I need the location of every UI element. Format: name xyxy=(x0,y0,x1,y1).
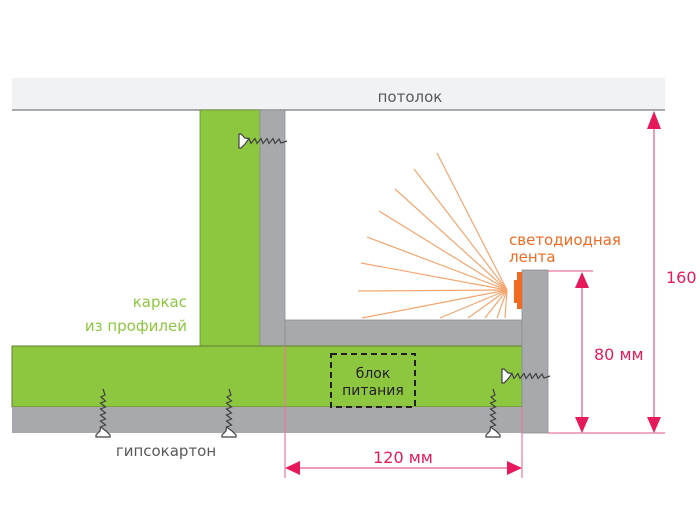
ray xyxy=(360,262,508,291)
ray xyxy=(496,289,508,319)
arrow-down-icon xyxy=(575,417,589,433)
vertical-drywall xyxy=(259,109,286,347)
arrow-left-icon xyxy=(285,461,300,475)
frame-label-1: каркас xyxy=(133,293,187,311)
frame-label-2: из профилей xyxy=(85,317,187,335)
arrow-down-icon xyxy=(647,417,661,433)
shelf-drywall xyxy=(284,319,523,347)
bottom-drywall xyxy=(12,407,548,433)
inner-height-dimension: 80 мм xyxy=(548,270,665,434)
ray xyxy=(439,289,508,319)
width-dimension: 120 мм xyxy=(284,346,523,478)
ray xyxy=(413,168,508,291)
ray xyxy=(467,289,508,319)
arrow-right-icon xyxy=(507,461,522,475)
led-strip xyxy=(514,272,522,309)
power-unit-label-2: питания xyxy=(342,383,404,399)
ray xyxy=(361,289,508,319)
ray xyxy=(357,289,508,292)
horizontal-profile xyxy=(11,345,523,408)
ray xyxy=(366,236,508,291)
vertical-profile xyxy=(199,109,261,347)
drywall-label: гипсокартон xyxy=(116,442,216,460)
ray xyxy=(378,210,508,291)
total-height-dimension: 160 xyxy=(647,111,697,433)
arrow-up-icon xyxy=(575,272,589,288)
side-drywall xyxy=(521,269,549,434)
light-rays xyxy=(357,152,508,319)
ray xyxy=(436,152,508,291)
ceiling-slab xyxy=(12,78,665,110)
arrow-up-icon xyxy=(647,111,661,129)
power-unit-label-1: блок xyxy=(356,366,391,382)
width-dimension-label: 120 мм xyxy=(373,448,433,467)
led-label-2: лента xyxy=(509,248,556,266)
ceiling-label: потолок xyxy=(378,88,443,106)
power-unit-box xyxy=(330,353,416,408)
inner-height-label: 80 мм xyxy=(594,345,644,364)
ray xyxy=(394,188,508,291)
ray xyxy=(504,289,508,319)
led-label-1: светодиодная xyxy=(509,231,621,249)
total-height-label: 160 xyxy=(666,268,697,287)
ray xyxy=(484,289,508,319)
